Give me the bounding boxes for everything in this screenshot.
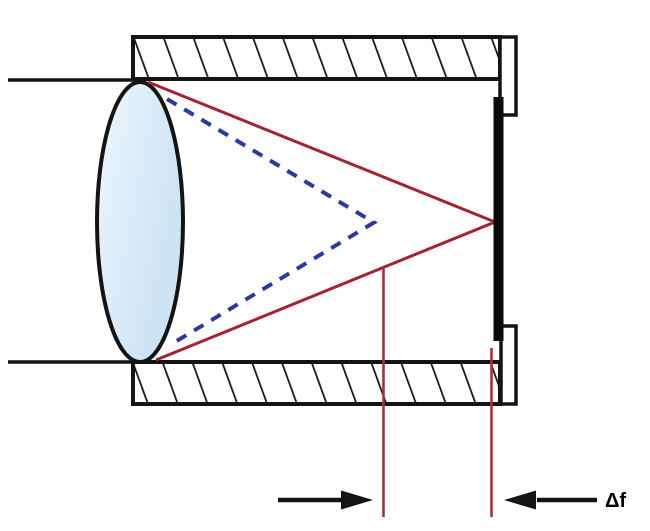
- delta-f-arrow-right-head: [504, 490, 536, 510]
- end-cap-bottom: [499, 324, 518, 406]
- nominal-focus-ray-cone: [147, 80, 499, 362]
- sensor-plane: [493, 97, 504, 341]
- delta-f-label: Δf: [605, 490, 626, 512]
- barrel-wall-bottom: [131, 360, 502, 406]
- lens: [95, 80, 185, 364]
- shifted-focus-ray-cone: [165, 97, 378, 347]
- barrel-wall-top: [131, 35, 502, 81]
- delta-f-arrow-left-head: [341, 490, 373, 510]
- end-cap-top: [498, 35, 518, 117]
